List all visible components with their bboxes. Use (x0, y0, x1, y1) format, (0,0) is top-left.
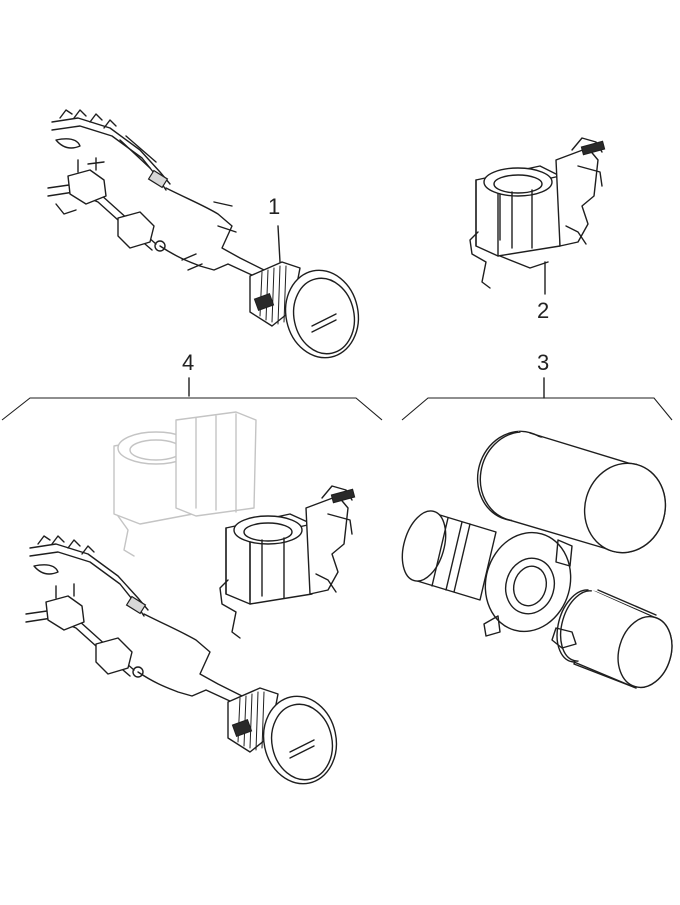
item-3-bracket (401, 377, 673, 421)
callout-item-2: 2 (537, 298, 550, 323)
item-4-mounting-bracket (219, 485, 356, 639)
item-1-valve-block (47, 157, 166, 252)
callout-item-4: 4 (182, 350, 195, 375)
item-1-actuator-assembly (47, 109, 360, 359)
item-4-set (25, 411, 356, 785)
item-3-long-tube (476, 430, 667, 554)
item-1-lever-rail (51, 109, 171, 191)
item-3-short-tube (551, 589, 673, 690)
callout-item-1: 1 (268, 194, 281, 219)
item-1-hoses (159, 187, 269, 277)
item-3-adapter-sleeve (401, 510, 573, 637)
item-4-ghost-housing (113, 411, 257, 557)
item-4-actuator (25, 535, 338, 785)
item-4-bracket (1, 377, 383, 421)
callout-item-3: 3 (537, 350, 550, 375)
item-1-push-button (249, 261, 360, 359)
item-3-protective-tubes (401, 430, 673, 690)
item-2-mounting-bracket (469, 137, 606, 295)
